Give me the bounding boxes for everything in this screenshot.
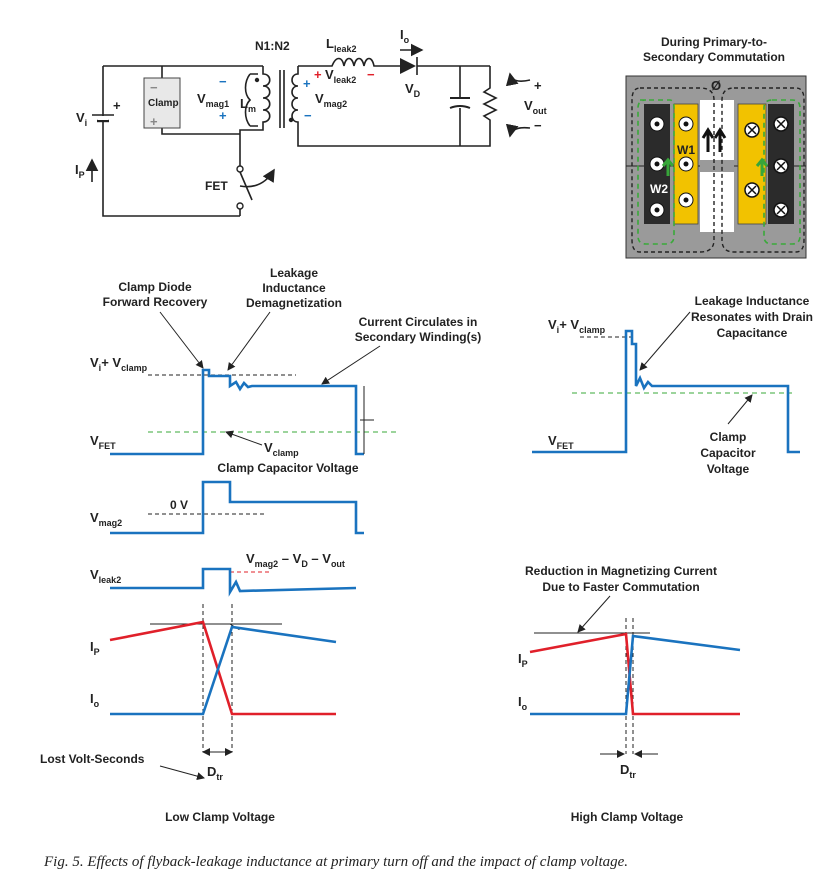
w1-label: W1 <box>677 143 695 157</box>
red-1: Reduction in Magnetizing Current <box>525 564 717 578</box>
core-window-right <box>700 172 734 232</box>
clamp-plus: + <box>150 114 158 129</box>
ip-label: IP <box>75 162 85 180</box>
vleak-expr: Vmag2 – VD – Vout <box>246 551 345 569</box>
red-2: Due to Faster Commutation <box>542 580 699 594</box>
turns-ratio: N1:N2 <box>255 39 290 53</box>
primary-wire <box>102 65 263 217</box>
vout-plus: + <box>534 78 542 93</box>
right-footer: High Clamp Voltage <box>571 810 684 824</box>
left-footer: Low Clamp Voltage <box>165 810 275 824</box>
vleak2-label: Vleak2 <box>325 67 356 85</box>
vleak2-minus: − <box>367 67 375 82</box>
fet-label: FET <box>205 179 228 193</box>
left-vclamp-label: Vclamp <box>264 440 299 458</box>
right-cc-1: Clamp <box>710 430 747 444</box>
lm-label: Lm <box>240 96 256 114</box>
right-ip-label: IP <box>518 651 528 669</box>
winding-title-1: During Primary-to- <box>661 35 767 49</box>
vi-label: Vi <box>76 110 87 128</box>
right-cc-3: Voltage <box>707 462 750 476</box>
left-dtr-label: Dtr <box>207 764 223 782</box>
left-io-label: Io <box>90 691 100 709</box>
left-io-wave <box>110 625 337 716</box>
figure-caption: Fig. 5. Effects of flyback-leakage induc… <box>43 854 628 870</box>
left-vfet-wave <box>110 368 364 456</box>
flux-path-right <box>721 87 805 253</box>
flux-arrow-2 <box>713 127 727 152</box>
right-vfet-wave <box>532 329 800 454</box>
ann-leak-3: Demagnetization <box>246 296 342 310</box>
phi-label: Ø <box>711 78 721 93</box>
vmag1-plus: + <box>219 108 227 123</box>
clamp-label: Clamp <box>148 98 179 109</box>
ann-circ-2: Secondary Winding(s) <box>355 330 482 344</box>
vout-minus: − <box>534 118 542 133</box>
left-clamp-cap-voltage: Clamp Capacitor Voltage <box>217 461 358 475</box>
flux-arrow-1 <box>701 127 715 152</box>
right-dtr-label: Dtr <box>620 762 636 780</box>
fet-switch <box>236 160 275 216</box>
vmag1-label: Vmag1 <box>197 91 229 109</box>
primary-winding <box>239 66 271 160</box>
vmag2-label: Vmag2 <box>315 91 347 109</box>
winding-title-2: Secondary Commutation <box>643 50 785 64</box>
right-cc-2: Capacitor <box>700 446 756 460</box>
clamp-minus: − <box>150 80 158 95</box>
output-diode <box>400 58 416 74</box>
secondary-winding <box>288 66 460 147</box>
w2-label: W2 <box>650 182 668 196</box>
vmag1-minus: − <box>219 74 227 89</box>
ann-reson-1: Leakage Inductance <box>695 294 810 308</box>
leakage-inductor <box>298 57 400 67</box>
load-resistor <box>460 66 498 147</box>
flyback-schematic: + Vi IP Clamp − + Lm N1:N2 − + Vmag1 + − <box>75 27 547 217</box>
left-vfet-label: VFET <box>90 433 116 451</box>
left-ip-label: IP <box>90 639 100 657</box>
ann-leak-2: Inductance <box>262 281 326 295</box>
ann-clamp-diode-1: Clamp Diode <box>118 280 192 294</box>
right-waveforms: Leakage Inductance Resonates with Drain … <box>518 294 813 824</box>
vmag2-plus: + <box>303 76 311 91</box>
ann-clamp-diode-2: Forward Recovery <box>103 295 208 309</box>
flux-path-left <box>631 87 715 253</box>
lm-inductor <box>244 73 258 127</box>
winding-diagram: During Primary-to- Secondary Commutation… <box>625 35 807 259</box>
vmag2-label: Vmag2 <box>90 510 122 528</box>
right-io-wave <box>530 634 741 716</box>
left-vi-vclamp-label: Vi+ Vclamp <box>90 355 148 373</box>
vd-label: VD <box>405 81 421 99</box>
right-vi-vclamp-label: Vi+ Vclamp <box>548 317 606 335</box>
input-source <box>92 114 114 123</box>
ann-reson-2: Resonates with Drain <box>691 310 813 324</box>
right-io-label: Io <box>518 694 528 712</box>
vleak2-label: Vleak2 <box>90 567 121 585</box>
ann-reson-3: Capacitance <box>717 326 788 340</box>
right-vfet-label: VFET <box>548 433 574 451</box>
left-waveforms: Clamp Diode Forward Recovery Leakage Ind… <box>40 266 481 824</box>
lost-volt-seconds: Lost Volt-Seconds <box>40 752 145 766</box>
vleak2-wave <box>110 567 357 597</box>
lleak2-label: Lleak2 <box>326 36 356 54</box>
clamp-box <box>143 77 181 129</box>
battery-plus: + <box>113 98 121 113</box>
vout-label: Vout <box>524 98 547 116</box>
io-label: Io <box>400 27 410 45</box>
vmag2-minus: − <box>304 108 312 123</box>
leak-flux-right <box>763 99 801 245</box>
zero-v-label: 0 V <box>170 498 188 512</box>
ann-leak-1: Leakage <box>270 266 318 280</box>
vmag2-wave <box>110 480 364 535</box>
leak-flux-left <box>637 99 675 245</box>
ann-circ-1: Current Circulates in <box>359 315 478 329</box>
core-window-left <box>700 100 734 160</box>
vleak2-plus: + <box>314 67 322 82</box>
